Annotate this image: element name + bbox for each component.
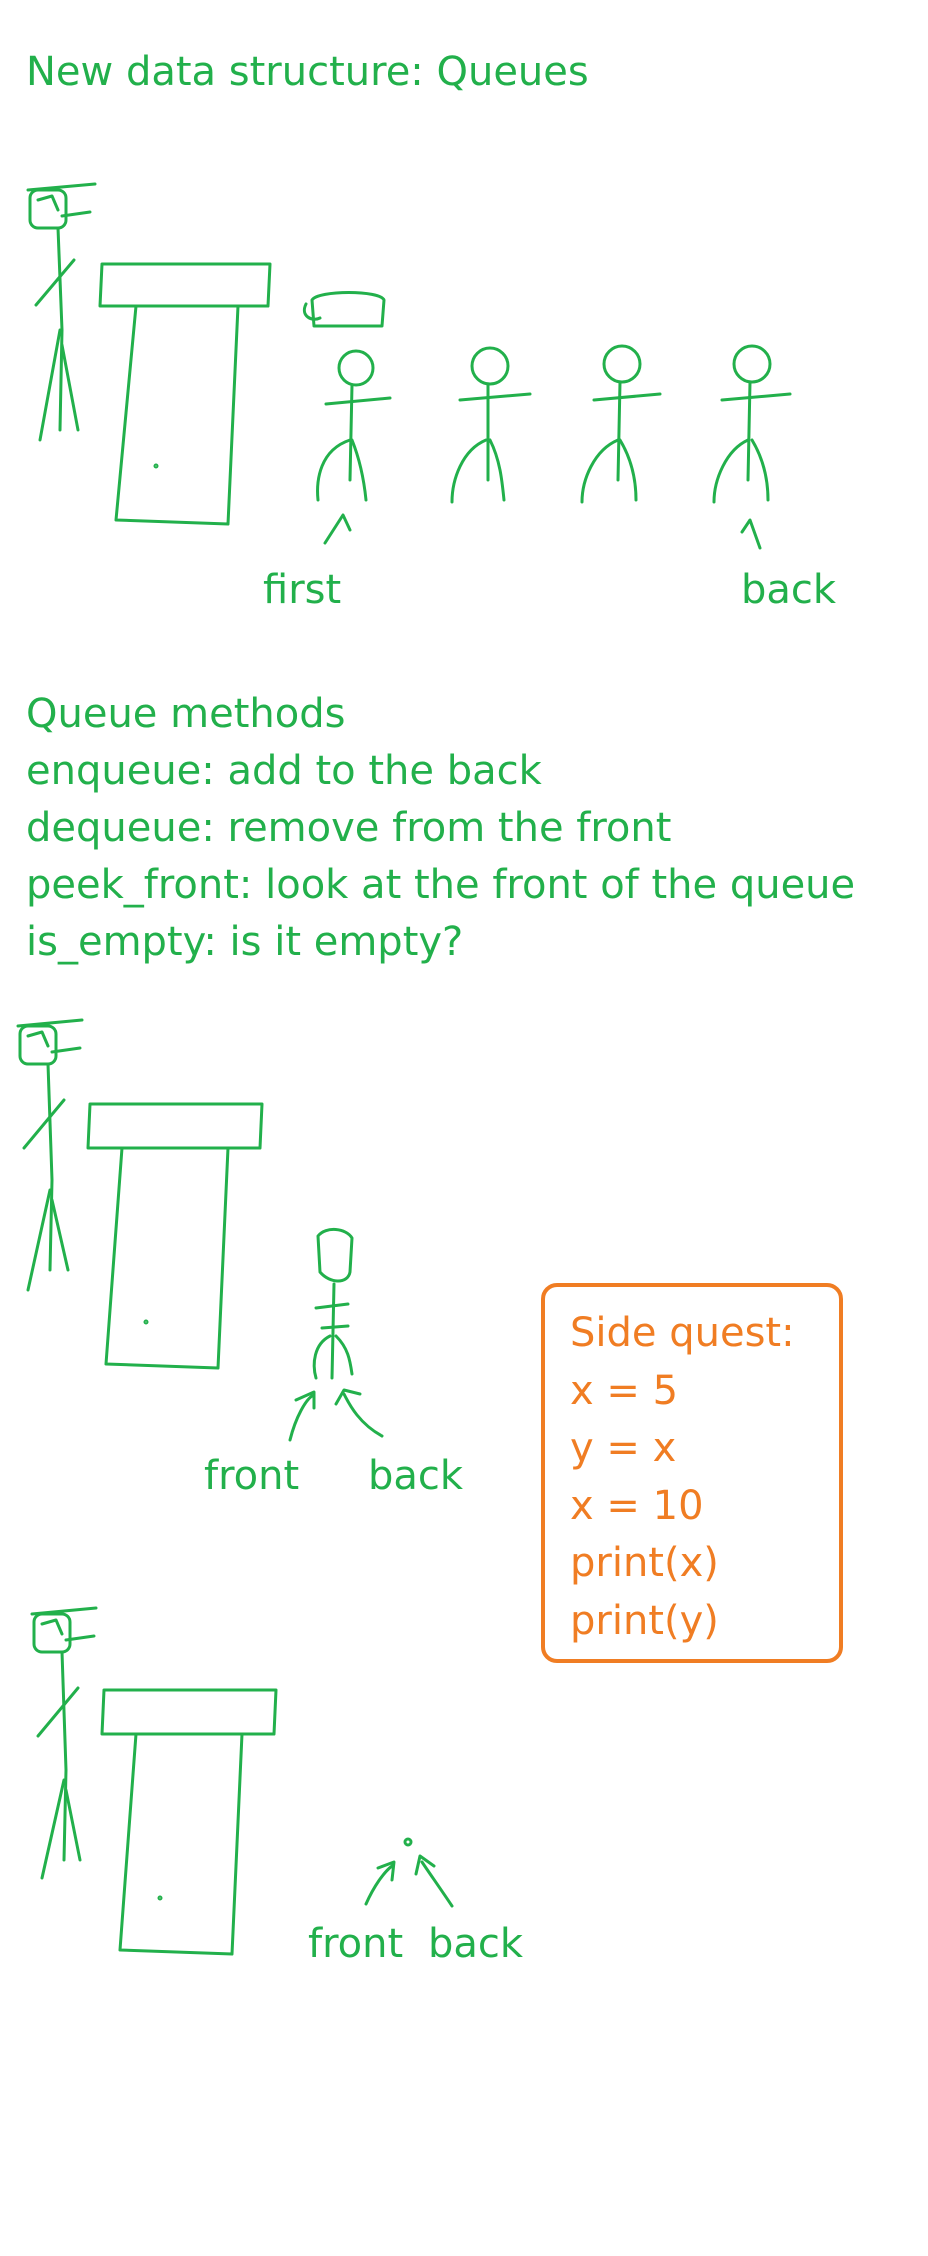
- method-peek-front: peek_front: look at the front of the que…: [26, 862, 856, 908]
- server-figure-3: [30, 1606, 98, 1880]
- back-arrow: [740, 518, 762, 550]
- side-quest-title: Side quest:: [570, 1310, 795, 1356]
- front-label-3: front: [308, 1921, 404, 1967]
- method-enqueue: enqueue: add to the back: [26, 748, 542, 794]
- back-arrow-3: [414, 1854, 454, 1908]
- methods-heading: Queue methods: [26, 691, 346, 737]
- front-label-2: front: [204, 1453, 300, 1499]
- counter-3: [100, 1688, 278, 1956]
- method-is-empty: is_empty: is it empty?: [26, 919, 464, 965]
- side-quest-line-3: x = 10: [570, 1482, 704, 1529]
- queue-person-back: [712, 344, 792, 504]
- page-title: New data structure: Queues: [26, 49, 589, 95]
- back-arrow-2: [334, 1388, 384, 1438]
- first-label: first: [263, 567, 342, 613]
- queue-person-single: [312, 1228, 354, 1380]
- counter: [98, 262, 272, 526]
- back-label-2: back: [368, 1453, 464, 1499]
- queue-person-first: [303, 291, 392, 502]
- first-arrow: [323, 513, 352, 545]
- server-figure: [26, 182, 97, 442]
- side-quest-line-1: x = 5: [570, 1367, 679, 1414]
- front-arrow-2: [288, 1390, 316, 1442]
- queue-methods: Queue methods enqueue: add to the back d…: [26, 686, 855, 971]
- side-quest-line-5: print(y): [570, 1597, 719, 1644]
- queue-person-2: [450, 346, 532, 504]
- back-label-3: back: [428, 1921, 524, 1967]
- queue-person-3: [580, 344, 662, 504]
- method-dequeue: dequeue: remove from the front: [26, 805, 672, 851]
- back-label: back: [741, 567, 837, 613]
- empty-point: [403, 1837, 413, 1847]
- side-quest-line-4: print(x): [570, 1540, 719, 1586]
- front-arrow-3: [364, 1860, 396, 1906]
- side-quest-line-2: y = x: [570, 1425, 677, 1471]
- server-figure-2: [16, 1018, 84, 1292]
- side-quest-box: Side quest: x = 5 y = x x = 10 print(x) …: [541, 1283, 843, 1663]
- counter-2: [86, 1102, 264, 1370]
